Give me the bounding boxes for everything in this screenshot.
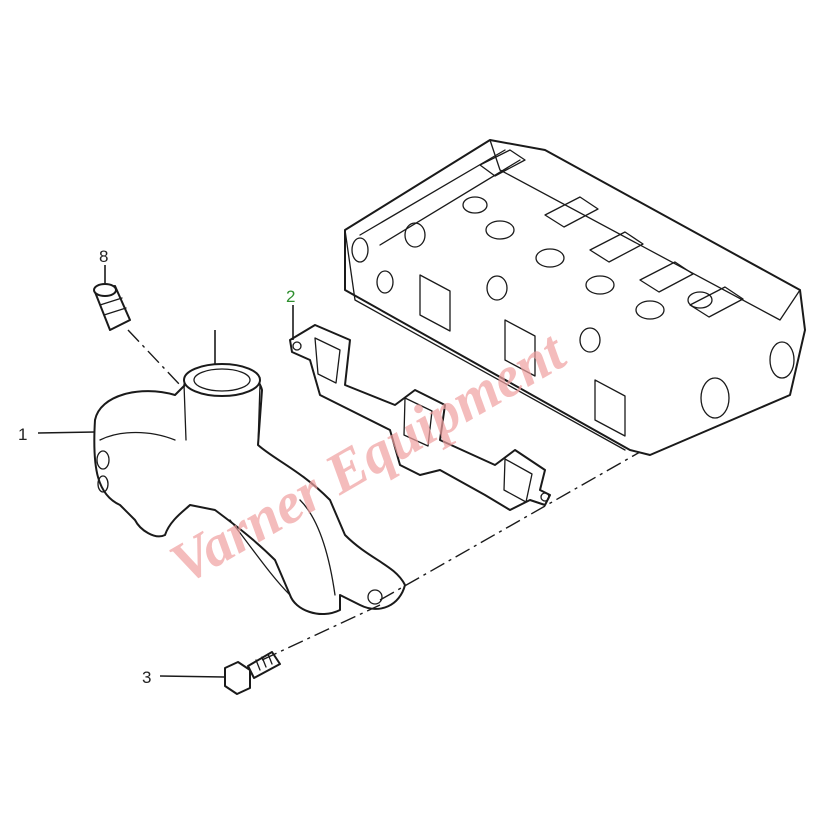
callout-8: 8 bbox=[99, 247, 108, 266]
exhaust-manifold bbox=[93, 363, 406, 615]
exhaust-gasket bbox=[289, 324, 551, 511]
callout-3: 3 bbox=[142, 668, 151, 687]
callout-1: 1 bbox=[18, 425, 27, 444]
callout-2: 2 bbox=[286, 287, 295, 306]
cylinder-head bbox=[344, 139, 806, 456]
bolt bbox=[224, 651, 281, 695]
pipe-fitting bbox=[93, 283, 131, 331]
